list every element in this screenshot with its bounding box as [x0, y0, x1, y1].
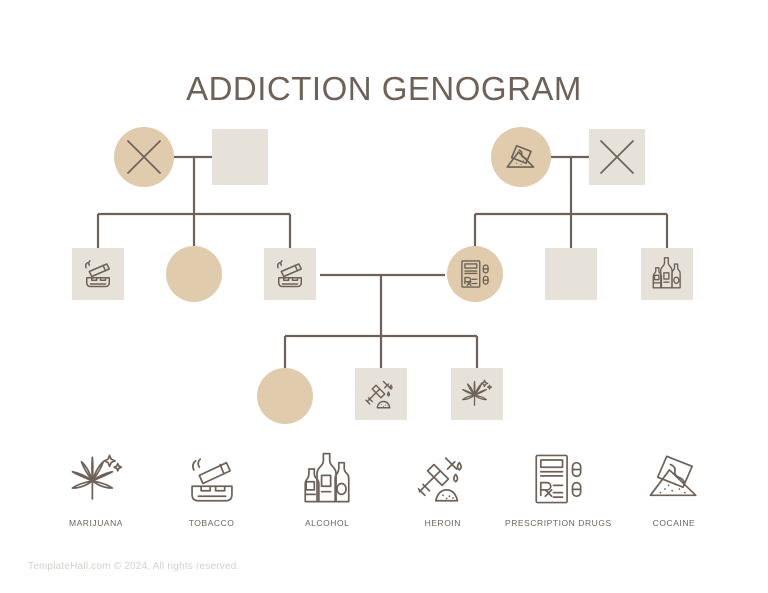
- node-g2-child-4[interactable]: [447, 246, 503, 302]
- tobacco-icon: [264, 248, 316, 300]
- node-g2-child-3[interactable]: [264, 248, 316, 300]
- node-g2-child-5[interactable]: [545, 248, 597, 300]
- node-g1-left-male[interactable]: [212, 129, 268, 185]
- node-g2-child-2[interactable]: [166, 246, 222, 302]
- node-g1-right-female[interactable]: [491, 127, 551, 187]
- tobacco-icon: [183, 448, 241, 510]
- legend: MARIJUANA TOBACCO: [40, 448, 730, 540]
- footer-copyright: TemplateHall.com © 2024. All rights rese…: [28, 561, 240, 572]
- node-g2-child-6[interactable]: [641, 248, 693, 300]
- alcohol-icon: [641, 248, 693, 300]
- prescription-drugs-icon: [447, 246, 503, 302]
- cocaine-icon: [491, 127, 551, 187]
- tobacco-icon: [72, 248, 124, 300]
- marijuana-icon: [67, 448, 125, 510]
- legend-label: COCAINE: [652, 518, 696, 528]
- deceased-x-icon: [589, 129, 645, 185]
- node-g1-left-female[interactable]: [114, 127, 174, 187]
- node-g3-child-2[interactable]: [355, 368, 407, 420]
- page-title: ADDICTION GENOGRAM: [186, 70, 582, 107]
- legend-item-prescription-drugs: PRESCRIPTION DRUGS: [502, 448, 614, 528]
- heroin-icon: [355, 368, 407, 420]
- node-g3-child-1[interactable]: [257, 368, 313, 424]
- legend-label: TOBACCO: [188, 518, 235, 528]
- marijuana-icon: [451, 368, 503, 420]
- legend-label: PRESCRIPTION DRUGS: [505, 518, 612, 528]
- prescription-drugs-icon: [529, 448, 587, 510]
- legend-item-alcohol: ALCOHOL: [271, 448, 383, 528]
- deceased-x-icon: [114, 127, 174, 187]
- legend-label: MARIJUANA: [68, 518, 124, 528]
- legend-item-marijuana: MARIJUANA: [40, 448, 152, 528]
- legend-item-tobacco: TOBACCO: [156, 448, 268, 528]
- node-g1-right-male[interactable]: [589, 129, 645, 185]
- cocaine-icon: [645, 448, 703, 510]
- heroin-icon: [414, 448, 472, 510]
- node-g2-child-1[interactable]: [72, 248, 124, 300]
- legend-item-cocaine: COCAINE: [618, 448, 730, 528]
- legend-item-heroin: HEROIN: [387, 448, 499, 528]
- node-g3-child-3[interactable]: [451, 368, 503, 420]
- alcohol-icon: [298, 448, 356, 510]
- legend-label: ALCOHOL: [304, 518, 350, 528]
- legend-label: HEROIN: [424, 518, 461, 528]
